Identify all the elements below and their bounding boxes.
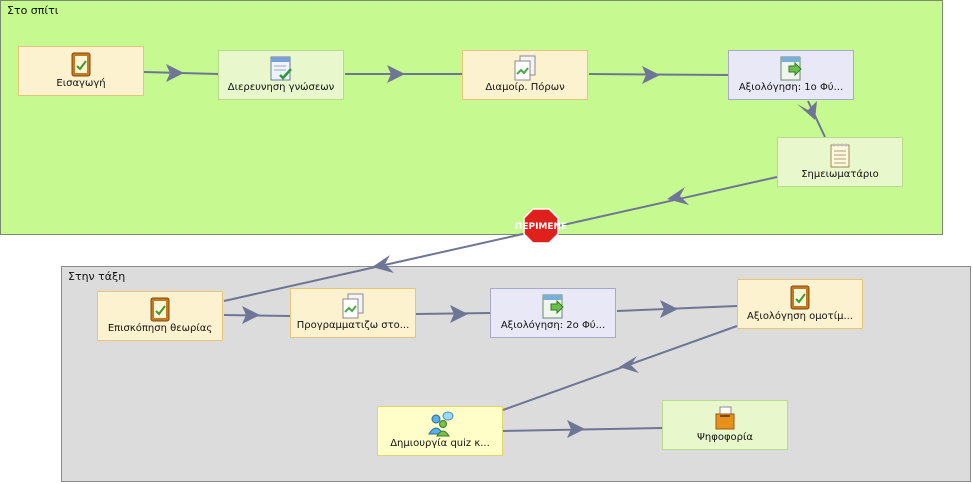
arrowhead-peer-quiz bbox=[619, 356, 639, 373]
arrowhead-notebook-review-1 bbox=[667, 187, 689, 205]
node-intro[interactable]: Εισαγωγή bbox=[18, 46, 144, 96]
assessment-icon bbox=[780, 56, 802, 81]
node-vote-label: Ψηφοφορία bbox=[697, 432, 753, 443]
node-resources[interactable]: Διαμοίρ. Πόρων bbox=[462, 50, 588, 100]
checklist-icon bbox=[270, 56, 292, 81]
node-notebook-label: Σημειωματάριο bbox=[801, 169, 879, 180]
arrowhead-eval2-peer bbox=[660, 300, 678, 318]
arrowhead-program-eval2 bbox=[450, 305, 468, 323]
arrowhead-knowledge-resources bbox=[387, 65, 405, 83]
node-quiz-label: Δημιουργία quiz κ... bbox=[390, 438, 490, 449]
arrowhead-notebook-review-2 bbox=[372, 255, 394, 273]
ballot-box-icon bbox=[715, 406, 735, 430]
notepad-icon bbox=[71, 52, 91, 77]
node-knowledge-label: Διερευνηση γνώσεων bbox=[227, 82, 335, 93]
assessment-icon bbox=[542, 294, 564, 319]
arrowhead-review-program bbox=[242, 306, 260, 324]
notepad-icon bbox=[150, 297, 170, 322]
node-program[interactable]: Προγραμματιζω στο... bbox=[290, 288, 416, 338]
link-eval1-notebook bbox=[807, 100, 826, 138]
arrowhead-eval1-notebook bbox=[797, 101, 817, 120]
link-program-eval2 bbox=[415, 312, 491, 315]
notebook-icon bbox=[830, 143, 850, 168]
node-resources-label: Διαμοίρ. Πόρων bbox=[485, 82, 565, 93]
notepad-icon bbox=[790, 285, 810, 310]
node-vote[interactable]: Ψηφοφορία bbox=[662, 400, 788, 450]
arrowhead-quiz-vote bbox=[567, 420, 585, 438]
node-review-label: Επισκόπηση θεωρίας bbox=[107, 323, 213, 334]
node-quiz[interactable]: Δημιουργία quiz κ... bbox=[377, 406, 503, 456]
arrowhead-intro-knowledge bbox=[166, 64, 184, 82]
node-knowledge[interactable]: Διερευνηση γνώσεων bbox=[218, 50, 344, 100]
link-peer-quiz bbox=[502, 325, 738, 411]
documents-icon bbox=[342, 293, 364, 319]
node-program-label: Προγραμματιζω στο... bbox=[296, 320, 410, 331]
node-eval1-label: Αξιολόγηση: 1ο Φύ... bbox=[738, 82, 844, 93]
node-notebook[interactable]: Σημειωματάριο bbox=[777, 137, 903, 187]
node-peer-label: Αξιολόγηση ομοτίμ... bbox=[747, 311, 853, 322]
region-home-label: Στο σπίτι bbox=[7, 4, 59, 17]
gate-label: ΠΕΡΙΜΕΝΕ bbox=[515, 222, 567, 232]
node-intro-label: Εισαγωγή bbox=[56, 78, 106, 89]
region-home: Στο σπίτι bbox=[0, 0, 943, 235]
node-eval2-label: Αξιολόγηση: 2ο Φύ... bbox=[500, 320, 606, 331]
node-peer[interactable]: Αξιολόγηση ομοτίμ... bbox=[737, 279, 863, 329]
stop-sign-icon: ΠΕΡΙΜΕΝΕ bbox=[515, 208, 567, 244]
node-review[interactable]: Επισκόπηση θεωρίας bbox=[97, 291, 223, 341]
link-notebook-review bbox=[223, 176, 778, 302]
node-eval1[interactable]: Αξιολόγηση: 1ο Φύ... bbox=[728, 50, 854, 100]
region-class-label: Στην τάξη bbox=[68, 270, 126, 283]
people-icon bbox=[428, 411, 454, 437]
node-eval2[interactable]: Αξιολόγηση: 2ο Φύ... bbox=[490, 288, 616, 338]
arrowhead-resources-eval1 bbox=[642, 66, 660, 84]
documents-icon bbox=[514, 55, 536, 81]
